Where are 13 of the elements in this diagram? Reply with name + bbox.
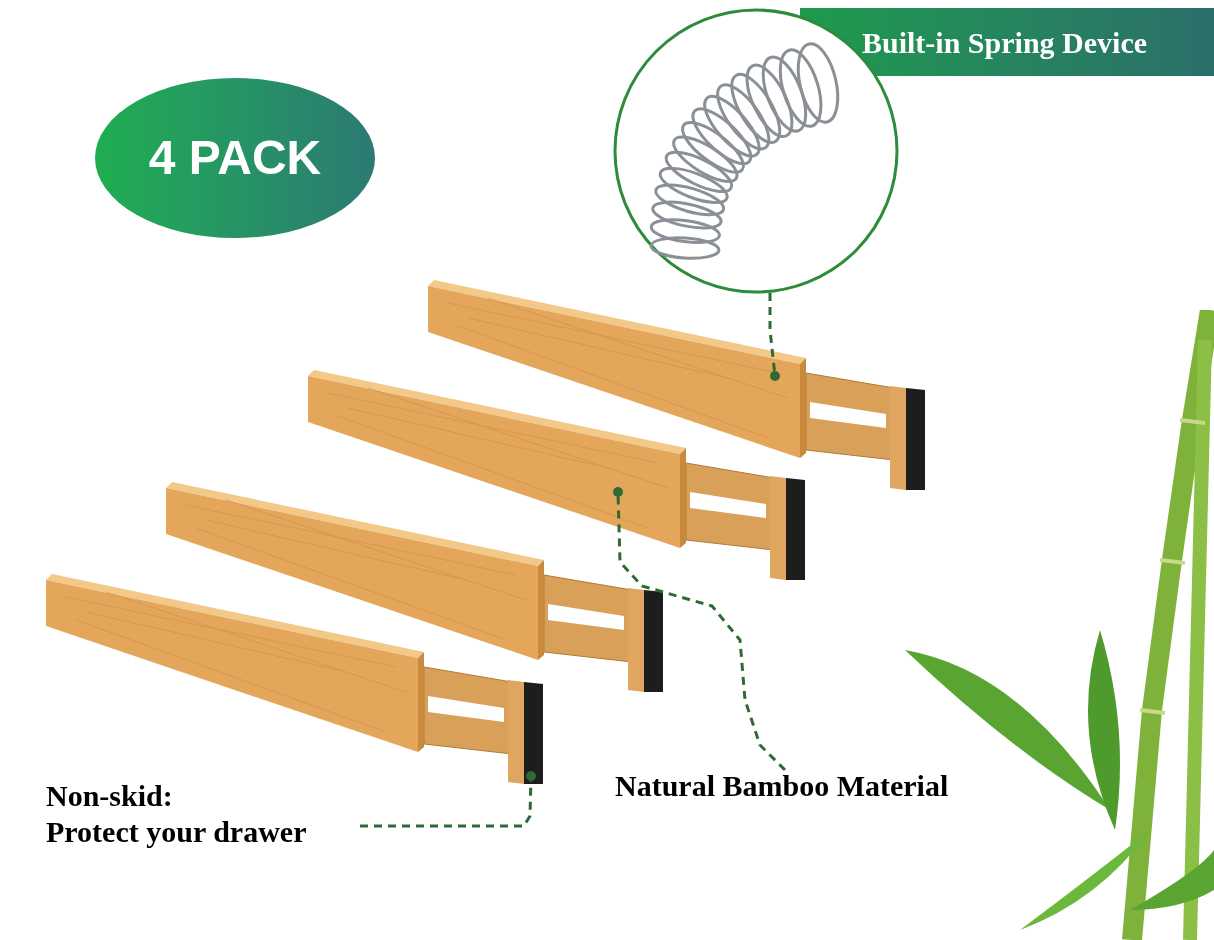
callout-label: Natural Bamboo Material [615, 768, 950, 804]
leader-line [360, 771, 536, 828]
callout-label: Protect your drawer [46, 814, 308, 850]
leader-line [613, 487, 787, 772]
banner-title: Built-in Spring Device [862, 24, 1147, 61]
title-banner [800, 8, 1214, 76]
badge-text: 4 PACK [148, 130, 322, 186]
bamboo-divider-drawing [428, 278, 928, 493]
leader-line [768, 293, 780, 381]
bamboo-divider-drawing [308, 368, 808, 583]
callout-label: Non-skid: [46, 778, 174, 814]
bamboo-divider-drawing [166, 480, 666, 695]
bamboo-divider-drawing [46, 572, 546, 787]
